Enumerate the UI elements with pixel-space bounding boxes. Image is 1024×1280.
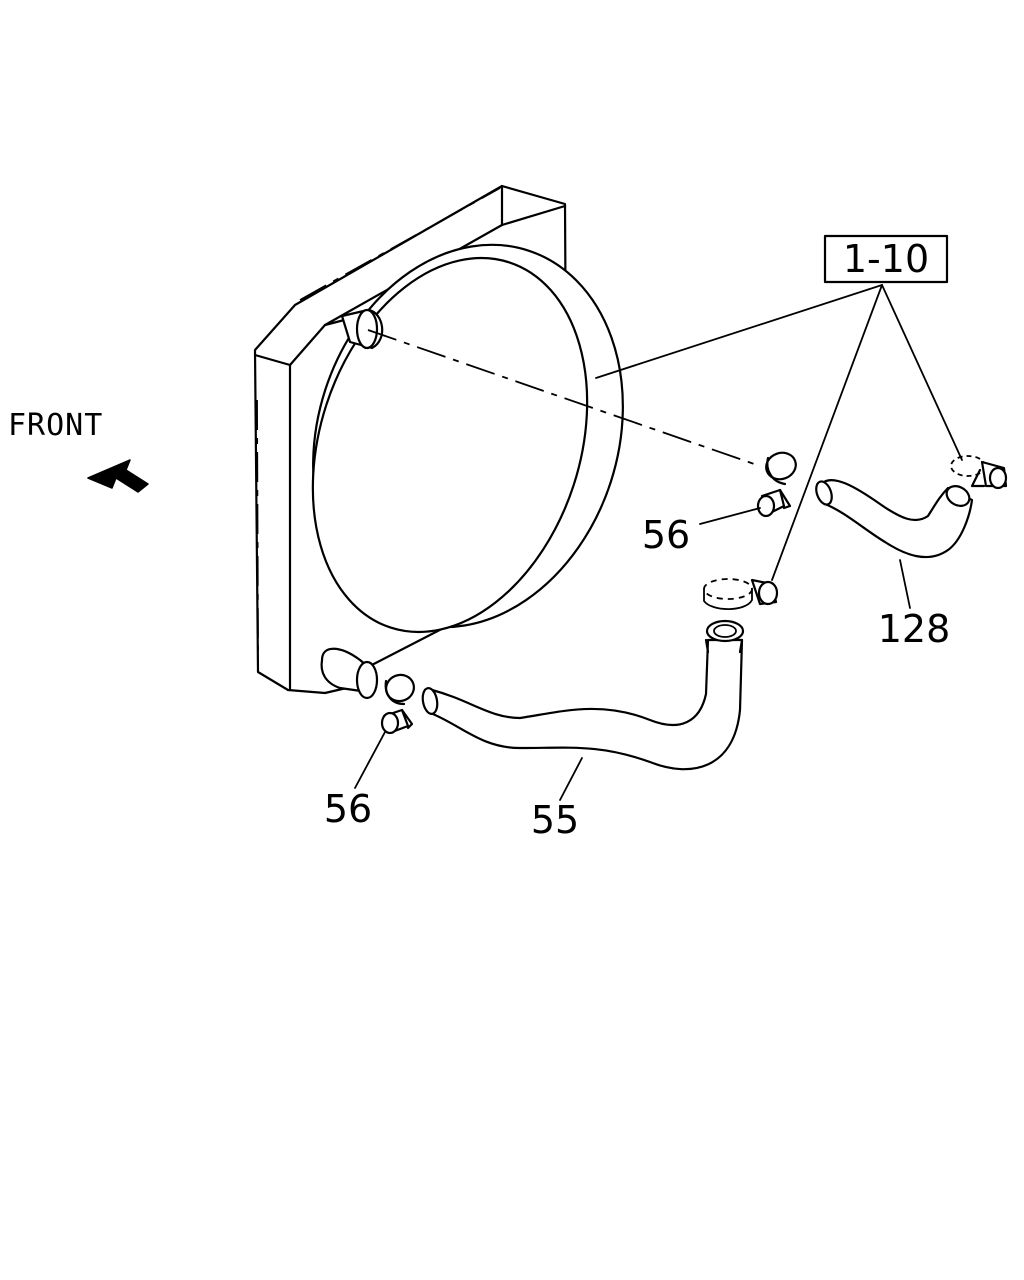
hose-55 bbox=[421, 619, 745, 771]
hose-128 bbox=[815, 479, 974, 559]
part-number-56-upper: 56 bbox=[642, 513, 690, 557]
hose-clamp-upper bbox=[756, 451, 797, 518]
hose-clamp-dashed-mid bbox=[703, 578, 779, 611]
leader-128 bbox=[899, 559, 911, 609]
ref-box-label: 1-10 bbox=[843, 237, 929, 281]
hose-clamp-dashed-right bbox=[950, 455, 1008, 490]
assembly-centerline bbox=[367, 329, 761, 467]
leader-56-upper bbox=[699, 507, 761, 525]
front-label: FRONT bbox=[8, 408, 103, 443]
leader-55 bbox=[559, 757, 583, 801]
ref-leader-lines bbox=[595, 284, 963, 581]
front-indicator: FRONT bbox=[8, 408, 149, 493]
hose-clamp-lower bbox=[380, 673, 415, 735]
part-number-128: 128 bbox=[878, 607, 951, 651]
upper-inlet-pipe bbox=[340, 308, 384, 350]
lower-outlet-pipe bbox=[320, 647, 379, 700]
leader-56-lower bbox=[354, 731, 386, 789]
part-number-56-lower: 56 bbox=[324, 787, 372, 831]
radiator-assembly bbox=[253, 184, 624, 700]
part-number-55: 55 bbox=[531, 798, 579, 842]
ref-box: 1-10 bbox=[823, 234, 949, 284]
front-arrow-icon bbox=[87, 459, 149, 493]
